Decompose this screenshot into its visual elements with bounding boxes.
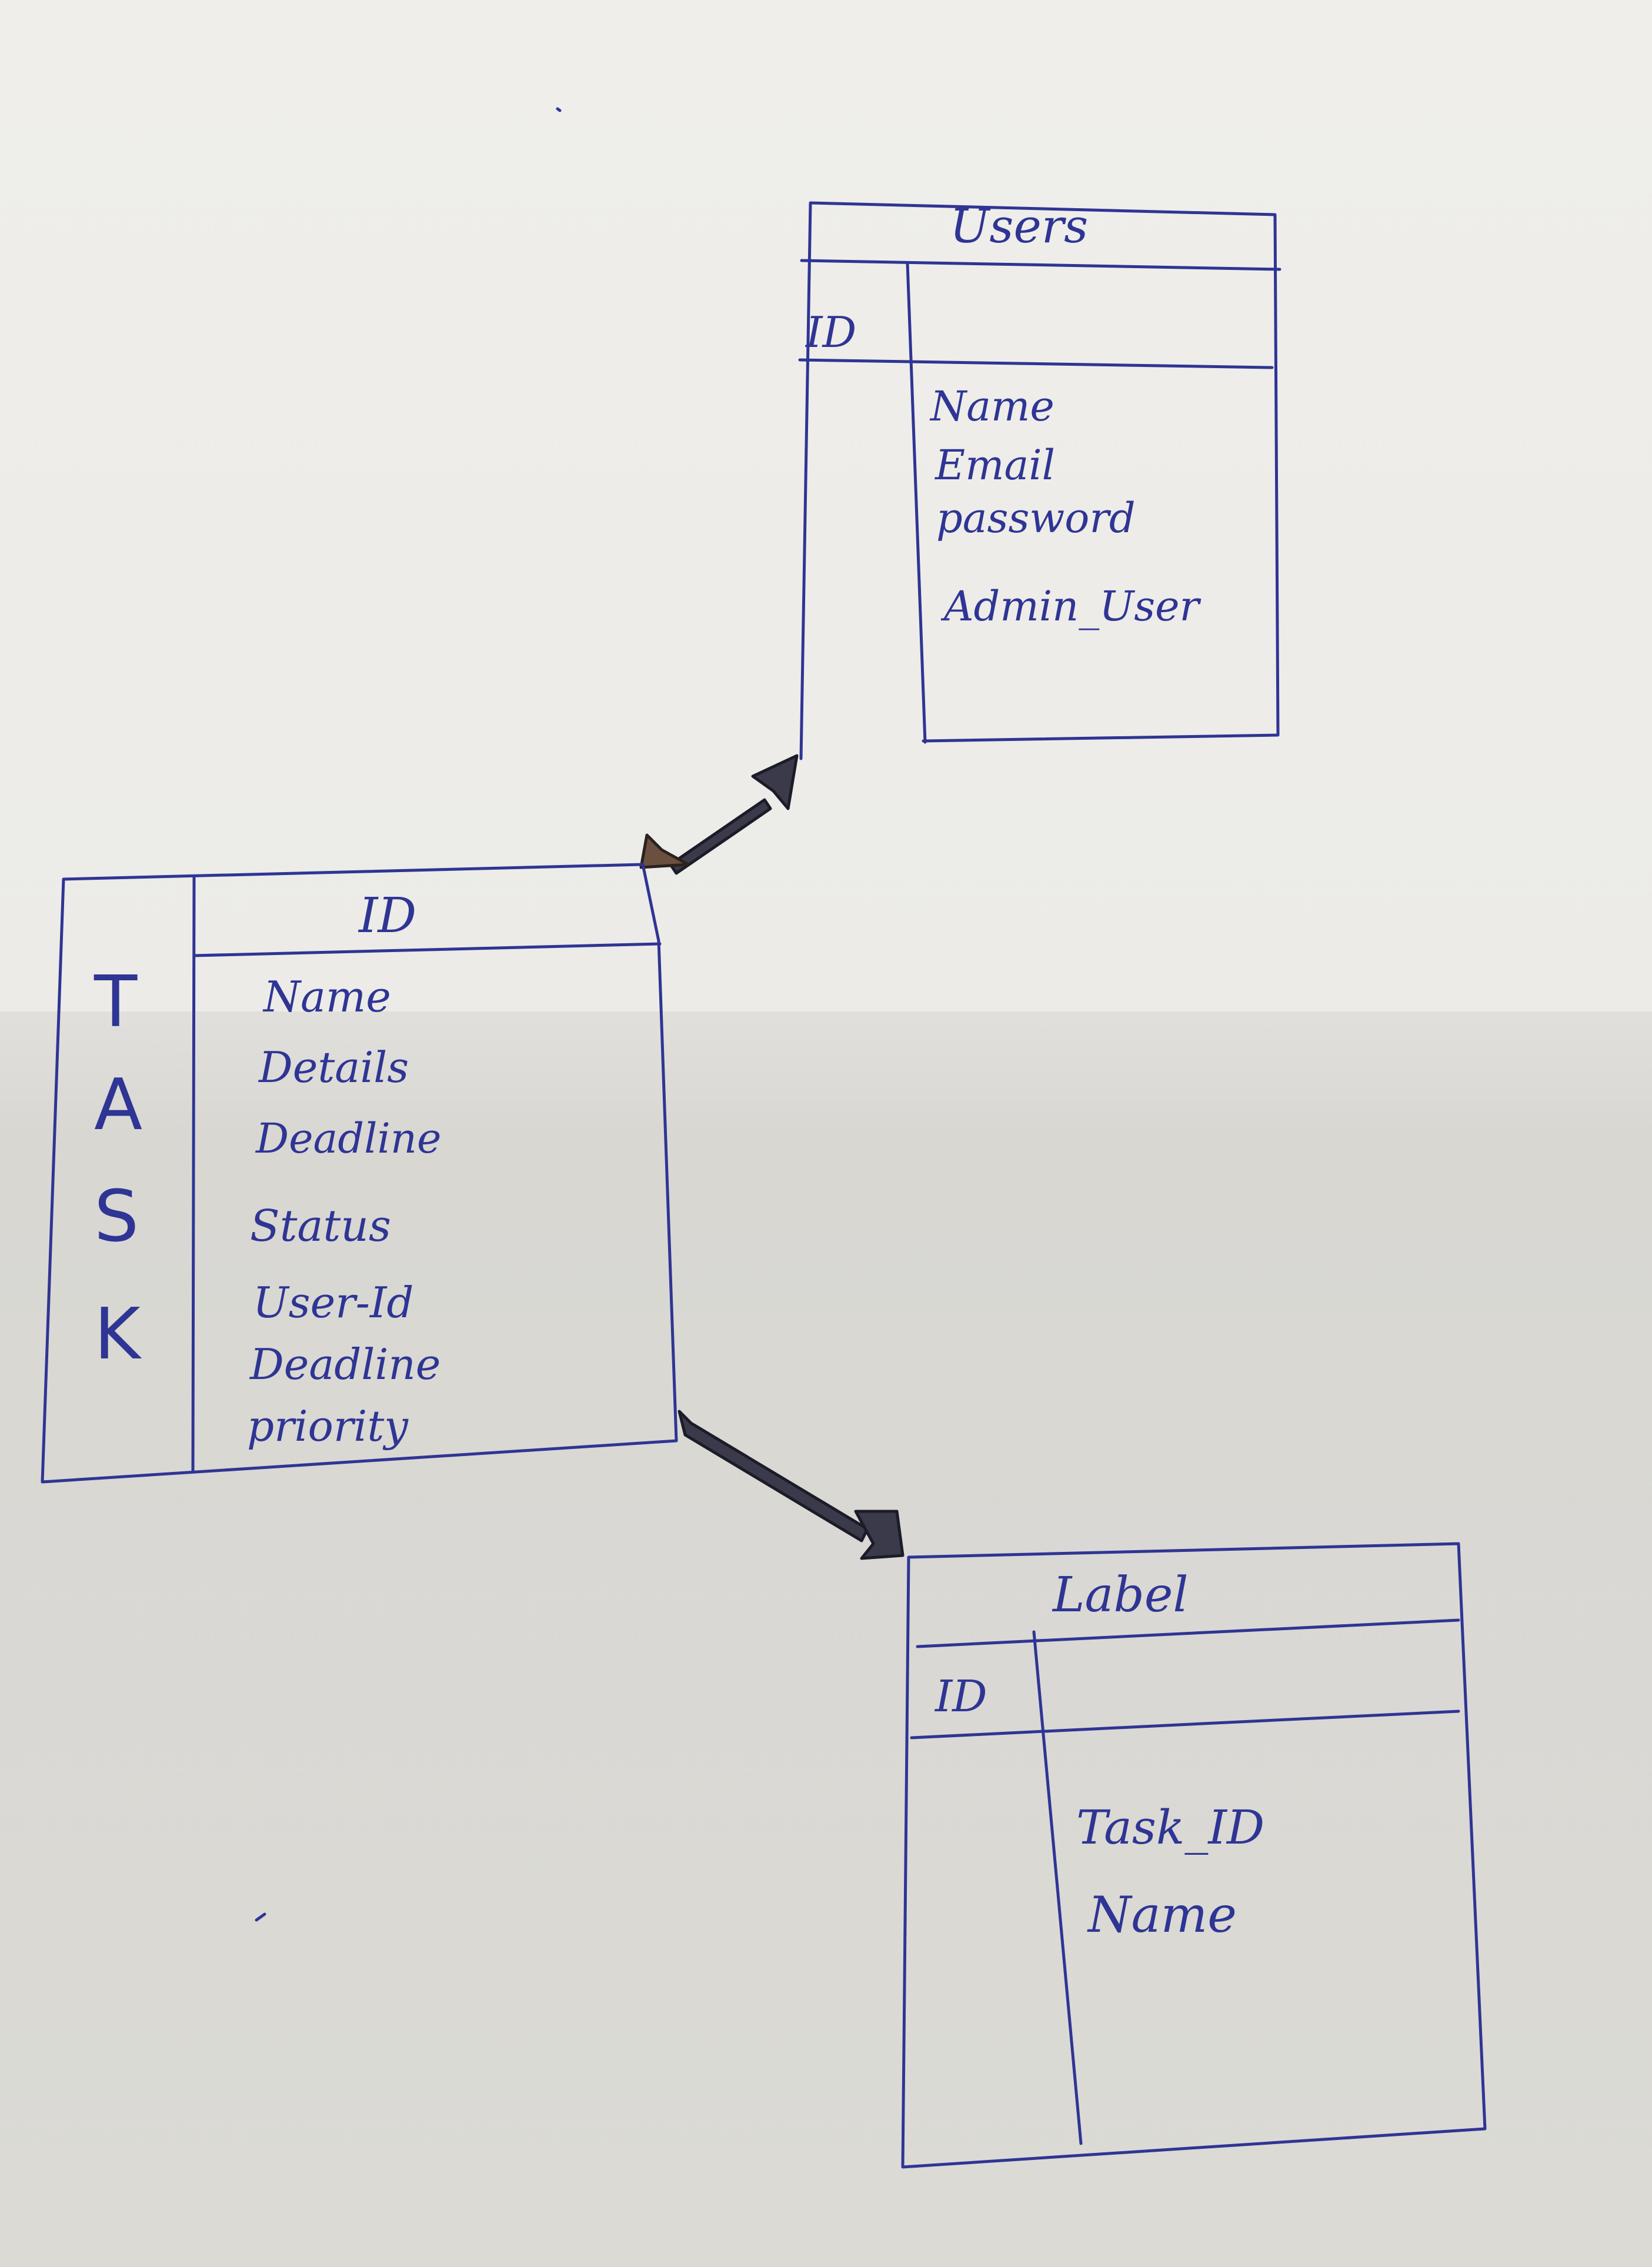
- task-field-name: Name: [262, 972, 391, 1021]
- label-table-outline: [901, 1542, 1487, 2169]
- users-pk-divider: [798, 358, 1274, 369]
- task-label-arrow-shaft: [678, 1410, 869, 1543]
- users-task-arrow-shaft: [669, 798, 772, 875]
- task-label-relationship-arrow: [678, 1410, 905, 1560]
- users-table: Users ID Name Email password Admin_User: [798, 199, 1281, 760]
- label-pk-divider: [910, 1710, 1460, 1740]
- task-field-user-id: User-Id: [253, 1278, 414, 1327]
- task-field-deadline-2: Deadline: [249, 1340, 440, 1389]
- task-table-outline: [41, 863, 678, 1484]
- paper-fold-shadow: [0, 1011, 1652, 2267]
- task-label-arrowhead: [854, 1510, 905, 1560]
- users-field-password: password: [936, 494, 1136, 542]
- users-title-divider: [800, 259, 1281, 271]
- task-side-letter-t: T: [94, 961, 138, 1043]
- users-column-divider: [906, 262, 927, 744]
- task-field-priority: priority: [247, 1401, 409, 1451]
- users-task-arrowhead-task-end: [639, 833, 690, 869]
- task-column-divider: [191, 874, 196, 1472]
- users-field-email: Email: [934, 441, 1055, 489]
- task-table: ID T A S K Name Details Deadline Status …: [41, 863, 678, 1484]
- stray-pen-mark: [255, 1912, 266, 1922]
- task-side-letter-s: S: [94, 1176, 139, 1258]
- label-column-divider: [1032, 1630, 1083, 2145]
- stray-pen-mark: [556, 107, 562, 112]
- users-field-name: Name: [929, 382, 1054, 430]
- users-task-relationship-arrow: [639, 754, 799, 875]
- users-task-arrowhead-users-end: [751, 754, 799, 810]
- label-field-name: Name: [1087, 1886, 1237, 1944]
- task-side-letter-a: A: [94, 1064, 142, 1146]
- label-title-divider: [916, 1618, 1460, 1648]
- task-side-letter-k: K: [94, 1294, 142, 1375]
- label-table-title: Label: [1052, 1567, 1189, 1623]
- users-field-admin-user: Admin_User: [940, 582, 1202, 630]
- label-pk-label: ID: [934, 1671, 987, 1722]
- task-field-status: Status: [250, 1201, 391, 1251]
- users-table-title: Users: [950, 199, 1088, 253]
- task-pk-label: ID: [358, 888, 416, 944]
- label-table: Label ID Task_ID Name: [901, 1542, 1487, 2169]
- label-field-task-id: Task_ID: [1076, 1800, 1264, 1855]
- users-pk-label: ID: [805, 308, 856, 357]
- users-table-outline: [799, 201, 1280, 760]
- task-field-deadline: Deadline: [255, 1114, 441, 1163]
- task-field-details: Details: [258, 1043, 409, 1092]
- task-title-divider: [192, 942, 662, 957]
